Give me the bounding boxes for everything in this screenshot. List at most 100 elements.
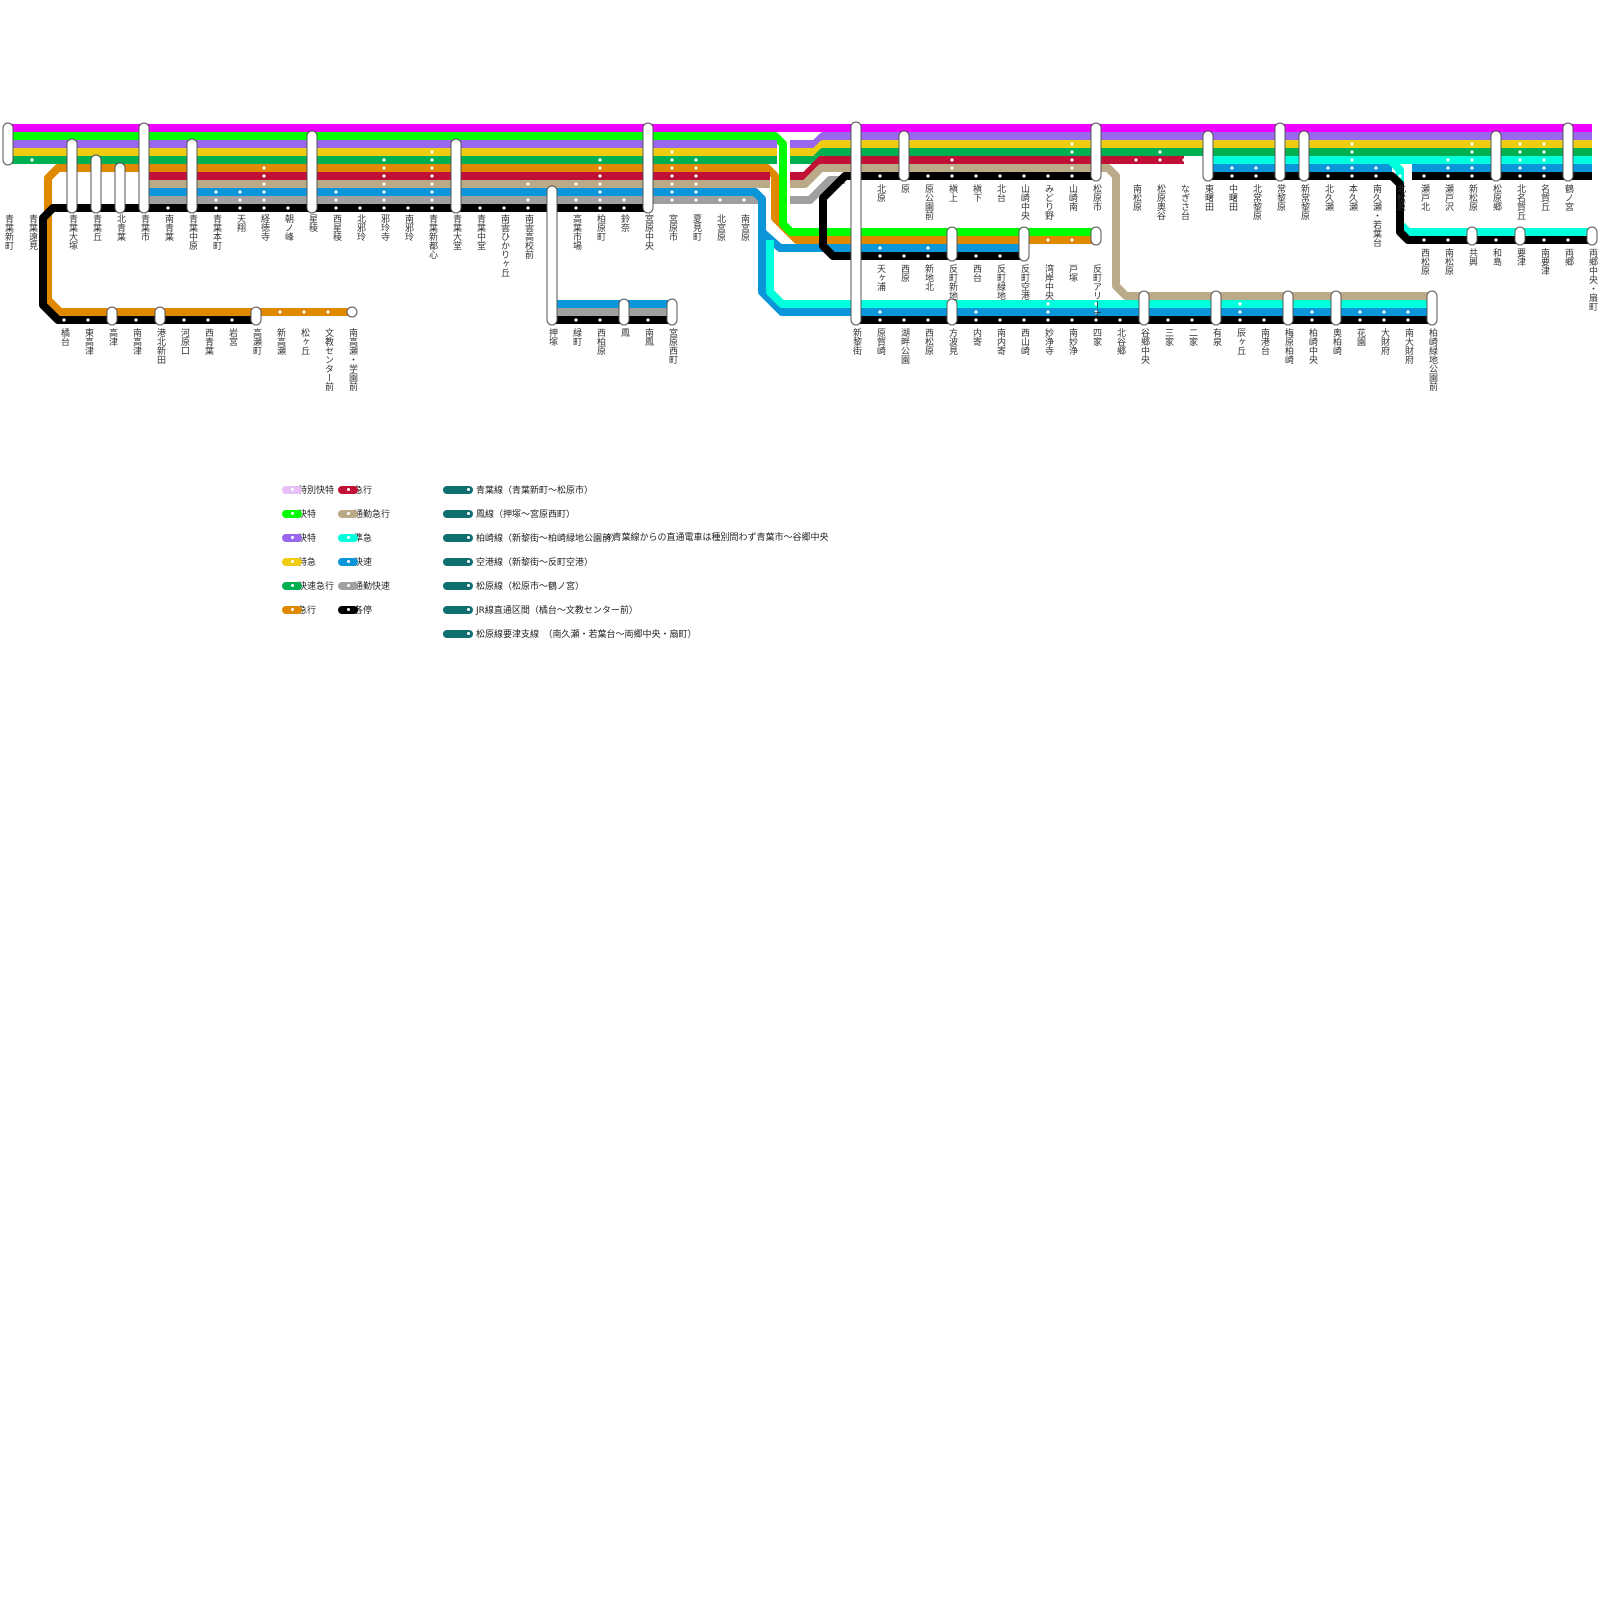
- station-label[interactable]: 鳳: [619, 328, 629, 337]
- station-marker[interactable]: [850, 121, 862, 326]
- station-label[interactable]: 宮原西町: [667, 328, 677, 364]
- station-label[interactable]: 南青葉: [163, 214, 173, 241]
- station-label[interactable]: 朝ノ峰: [283, 214, 293, 241]
- station-label[interactable]: 青葉市: [139, 214, 149, 241]
- station-marker[interactable]: [946, 298, 958, 326]
- station-label[interactable]: なぎさ台: [1179, 184, 1189, 220]
- station-label[interactable]: 青葉新町: [3, 214, 13, 250]
- station-label[interactable]: みどり野: [1043, 184, 1053, 220]
- station-label[interactable]: 港北新田: [155, 328, 165, 364]
- station-marker[interactable]: [306, 130, 318, 214]
- station-label[interactable]: 共興: [1467, 248, 1477, 266]
- station-label[interactable]: 青葉本町: [211, 214, 221, 250]
- station-label[interactable]: 青葉大塚: [67, 214, 77, 250]
- station-label[interactable]: 戸塚: [1067, 264, 1077, 282]
- station-label[interactable]: 文教センター前: [323, 328, 333, 391]
- station-label[interactable]: 鶴ノ宮: [1563, 184, 1573, 211]
- station-label[interactable]: 大財府: [1379, 328, 1389, 355]
- station-marker[interactable]: [1330, 290, 1342, 326]
- station-label[interactable]: 押塚: [547, 328, 557, 346]
- station-label[interactable]: 高葉市場: [571, 214, 581, 250]
- station-label[interactable]: 河原口: [179, 328, 189, 355]
- station-label[interactable]: 高津: [107, 328, 117, 346]
- station-label[interactable]: 奥柏崎: [1331, 328, 1341, 355]
- station-label[interactable]: 本久瀬: [1347, 184, 1357, 211]
- station-label[interactable]: 中曙田: [1227, 184, 1237, 211]
- station-label[interactable]: 青葉中堂: [475, 214, 485, 250]
- station-marker[interactable]: [1090, 226, 1102, 246]
- station-label[interactable]: 西星稜: [331, 214, 341, 241]
- station-marker[interactable]: [1490, 130, 1502, 182]
- station-marker[interactable]: [946, 226, 958, 262]
- station-label[interactable]: 花園: [1355, 328, 1365, 346]
- station-label[interactable]: 二家: [1187, 328, 1197, 346]
- station-marker[interactable]: [186, 138, 198, 214]
- station-label[interactable]: 宮原市: [667, 214, 677, 241]
- station-label[interactable]: 四家: [1091, 328, 1101, 346]
- station-label[interactable]: 北原: [875, 184, 885, 202]
- station-label[interactable]: 瀬戸沢: [1443, 184, 1453, 211]
- station-label[interactable]: 瀬戸北: [1419, 184, 1429, 211]
- station-marker[interactable]: [1274, 122, 1286, 182]
- station-label[interactable]: 新常黎原: [1299, 184, 1309, 220]
- station-label[interactable]: 新高瀬: [275, 328, 285, 355]
- station-label[interactable]: 経徳寺: [259, 214, 269, 241]
- station-label[interactable]: 北青葉: [115, 214, 125, 241]
- station-marker[interactable]: [66, 138, 78, 214]
- station-label[interactable]: 湖畔公園: [899, 328, 909, 364]
- station-label[interactable]: 和島: [1491, 248, 1501, 266]
- station-label[interactable]: 柏崎中央: [1307, 328, 1317, 364]
- station-label[interactable]: 南港台: [1259, 328, 1269, 355]
- station-label[interactable]: 岩宮: [227, 328, 237, 346]
- station-label[interactable]: 天翔: [235, 214, 245, 232]
- station-label[interactable]: 原: [899, 184, 909, 193]
- station-marker[interactable]: [642, 122, 654, 214]
- station-label[interactable]: 東高津: [83, 328, 93, 355]
- station-label[interactable]: 鈴奈: [619, 214, 629, 232]
- station-marker[interactable]: [1426, 290, 1438, 326]
- station-label[interactable]: 橘台: [59, 328, 69, 346]
- station-label[interactable]: 青葉丘: [91, 214, 101, 241]
- station-label[interactable]: 西柏原: [595, 328, 605, 355]
- station-label[interactable]: 松原郷: [1491, 184, 1501, 211]
- station-label[interactable]: 南大財府: [1403, 328, 1413, 364]
- station-label[interactable]: 要津: [1515, 248, 1525, 266]
- station-marker[interactable]: [1202, 130, 1214, 182]
- station-label[interactable]: 谷郷中央: [1139, 328, 1149, 364]
- station-marker[interactable]: [450, 138, 462, 214]
- station-label[interactable]: 西青葉: [203, 328, 213, 355]
- station-label[interactable]: 原賀崎: [875, 328, 885, 355]
- station-label[interactable]: 名賀丘: [1539, 184, 1549, 211]
- station-label[interactable]: 南邪玲: [403, 214, 413, 241]
- station-marker[interactable]: [1210, 290, 1222, 326]
- station-label[interactable]: 西山崎: [1019, 328, 1029, 355]
- station-marker[interactable]: [618, 298, 630, 326]
- station-label[interactable]: 常黎原: [1275, 184, 1285, 211]
- station-label[interactable]: 南雲高校前: [523, 214, 533, 259]
- station-label[interactable]: 高瀬町: [251, 328, 261, 355]
- station-label[interactable]: 南宮原: [739, 214, 749, 241]
- station-label[interactable]: 南松原: [1131, 184, 1141, 211]
- station-marker[interactable]: [898, 130, 910, 182]
- station-label[interactable]: 両郷中央・扇町: [1587, 248, 1597, 311]
- station-label[interactable]: 星稜: [307, 214, 317, 232]
- station-label[interactable]: 有泉: [1211, 328, 1221, 346]
- station-label[interactable]: 西台: [971, 264, 981, 282]
- station-label[interactable]: 北久瀬: [1323, 184, 1333, 211]
- station-label[interactable]: 南妙浄: [1067, 328, 1077, 355]
- station-label[interactable]: 南久瀬・若葉台: [1371, 184, 1381, 247]
- station-label[interactable]: 北台: [995, 184, 1005, 202]
- station-marker[interactable]: [1514, 226, 1526, 246]
- station-label[interactable]: 南内寄: [995, 328, 1005, 355]
- station-label[interactable]: 反町アリーナ: [1091, 264, 1101, 318]
- station-marker[interactable]: [1562, 122, 1574, 182]
- station-label[interactable]: 南高津: [131, 328, 141, 355]
- station-label[interactable]: 南要津: [1539, 248, 1549, 275]
- station-label[interactable]: 北名賀丘: [1515, 184, 1525, 220]
- station-label[interactable]: 新松原: [1467, 184, 1477, 211]
- station-label[interactable]: 西松原: [1419, 248, 1429, 275]
- station-label[interactable]: 夏見町: [691, 214, 701, 241]
- station-marker[interactable]: [1586, 226, 1598, 246]
- station-label[interactable]: 原公園前: [923, 184, 933, 220]
- station-marker[interactable]: [90, 154, 102, 214]
